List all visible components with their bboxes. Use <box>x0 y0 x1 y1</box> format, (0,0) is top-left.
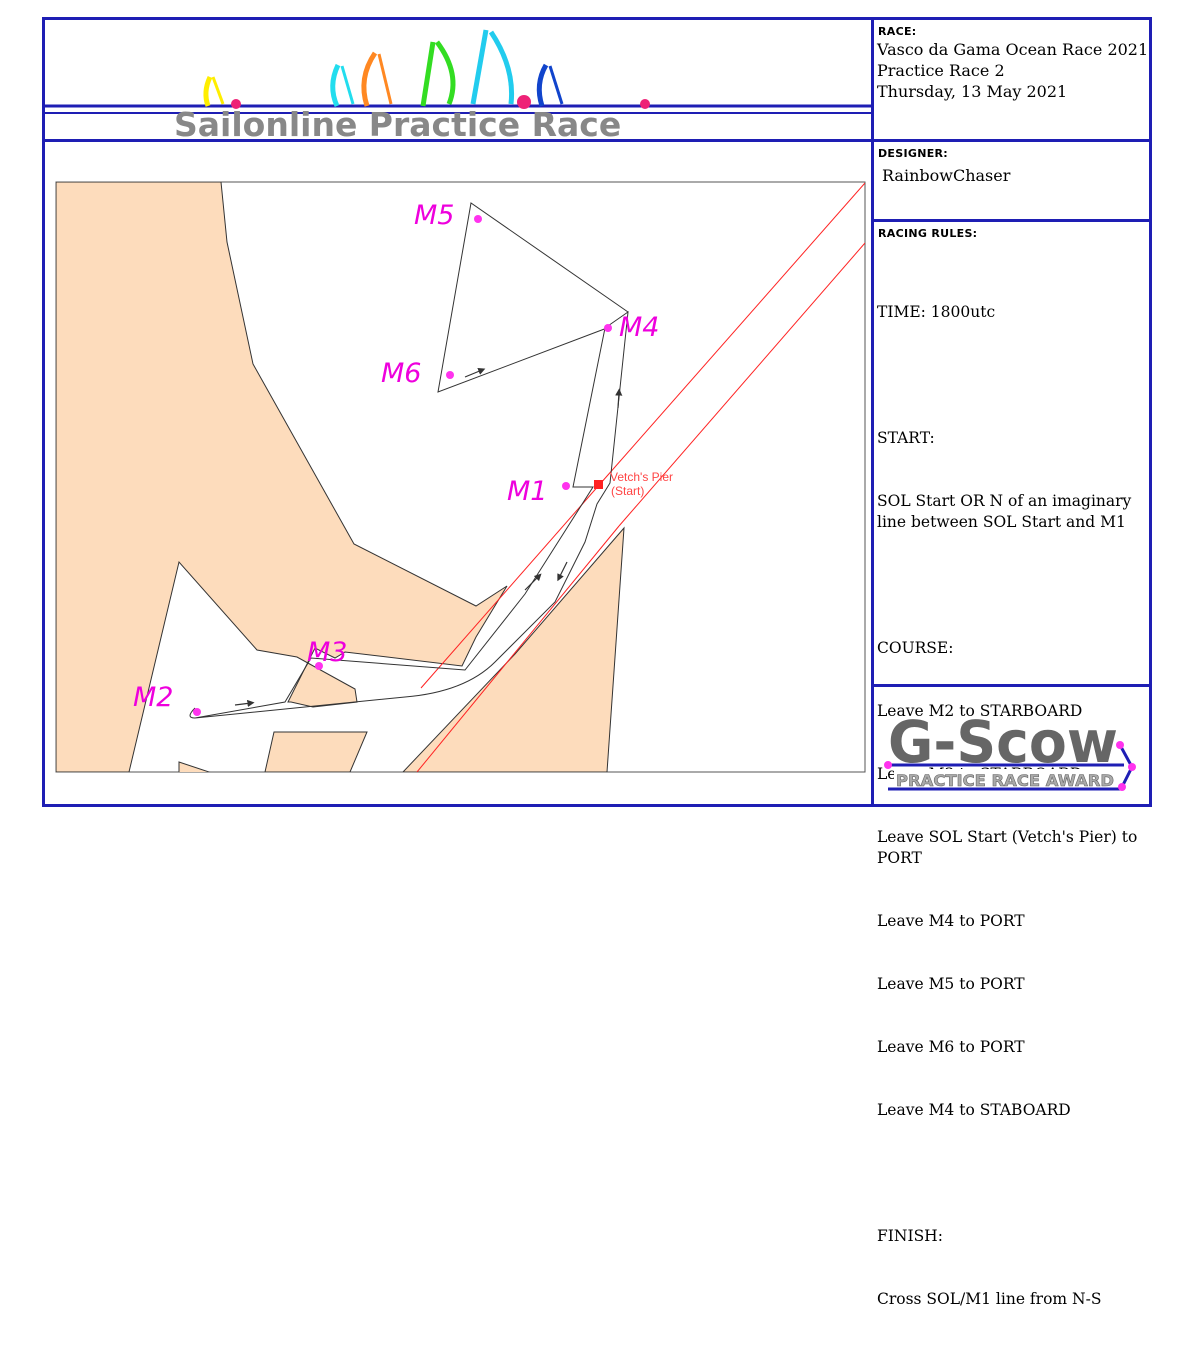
race-name: Vasco da Gama Ocean Race 2021 <box>877 40 1149 59</box>
label-m2: M2 <box>133 682 173 713</box>
start-label-sub: (Start) <box>611 484 644 498</box>
mark-m5 <box>474 215 482 223</box>
label-m5: M5 <box>414 200 454 231</box>
designer-name: RainbowChaser <box>882 166 1011 185</box>
mark-m3 <box>315 662 323 670</box>
course-item: Leave M4 to PORT <box>877 912 1025 930</box>
banner-title: Sailonline Practice Race <box>174 105 621 139</box>
designer-panel: DESIGNER: RainbowChaser <box>871 139 1152 222</box>
mark-m6 <box>446 371 454 379</box>
designer-label: DESIGNER: <box>878 147 948 160</box>
label-m4: M4 <box>619 312 659 343</box>
mark-m2 <box>193 708 201 716</box>
race-details: Vasco da Gama Ocean Race 2021 Practice R… <box>877 39 1148 102</box>
rules-label: RACING RULES: <box>878 227 978 240</box>
label-m3: M3 <box>307 637 347 668</box>
rules-start-heading: START: <box>877 429 935 447</box>
rules-finish-text: Cross SOL/M1 line from N-S <box>877 1290 1102 1308</box>
race-number: Practice Race 2 <box>877 61 1005 80</box>
banner: Sailonline Practice Race <box>42 17 874 144</box>
label-m1: M1 <box>507 476 547 507</box>
rules-course-heading: COURSE: <box>877 639 954 657</box>
rules-finish-heading: FINISH: <box>877 1227 943 1245</box>
start-label: Vetch's Pier <box>610 470 673 484</box>
race-panel: RACE: Vasco da Gama Ocean Race 2021 Prac… <box>871 17 1152 142</box>
mark-m1 <box>562 482 570 490</box>
land-west <box>56 182 508 772</box>
course-item: Leave SOL Start (Vetch's Pier) to PORT <box>877 828 1143 867</box>
course-item: Leave M2 to STARBOARD <box>877 702 1083 720</box>
map-panel: Vetch's Pier (Start) M1 M2 M3 M4 M5 M6 <box>42 139 874 807</box>
label-m6: M6 <box>381 358 421 389</box>
sailonline-logo: Sailonline Practice Race <box>45 29 871 144</box>
land-southeast <box>402 526 625 772</box>
award-panel: G-Scow PRACTICE RACE AWARD <box>871 684 1152 807</box>
land-islet <box>264 731 368 772</box>
mark-m4 <box>604 324 612 332</box>
start-mark <box>594 480 603 489</box>
course-item: Leave M4 to STABOARD <box>877 1101 1071 1119</box>
land-point <box>178 761 211 772</box>
course-item: Leave M6 to PORT <box>877 1038 1025 1056</box>
course-map: Vetch's Pier (Start) M1 M2 M3 M4 M5 M6 <box>55 181 866 773</box>
race-label: RACE: <box>878 25 917 38</box>
award-subtitle: PRACTICE RACE AWARD <box>896 771 1114 790</box>
rules-start-text: SOL Start OR N of an imaginary line betw… <box>877 492 1137 531</box>
race-date: Thursday, 13 May 2021 <box>877 82 1068 101</box>
course-item: Leave M5 to PORT <box>877 975 1025 993</box>
g-scow-award-logo: G-Scow PRACTICE RACE AWARD <box>884 708 1136 791</box>
rules-time: TIME: 1800utc <box>877 303 996 321</box>
rules-panel: RACING RULES: TIME: 1800utc START: SOL S… <box>871 219 1152 1308</box>
